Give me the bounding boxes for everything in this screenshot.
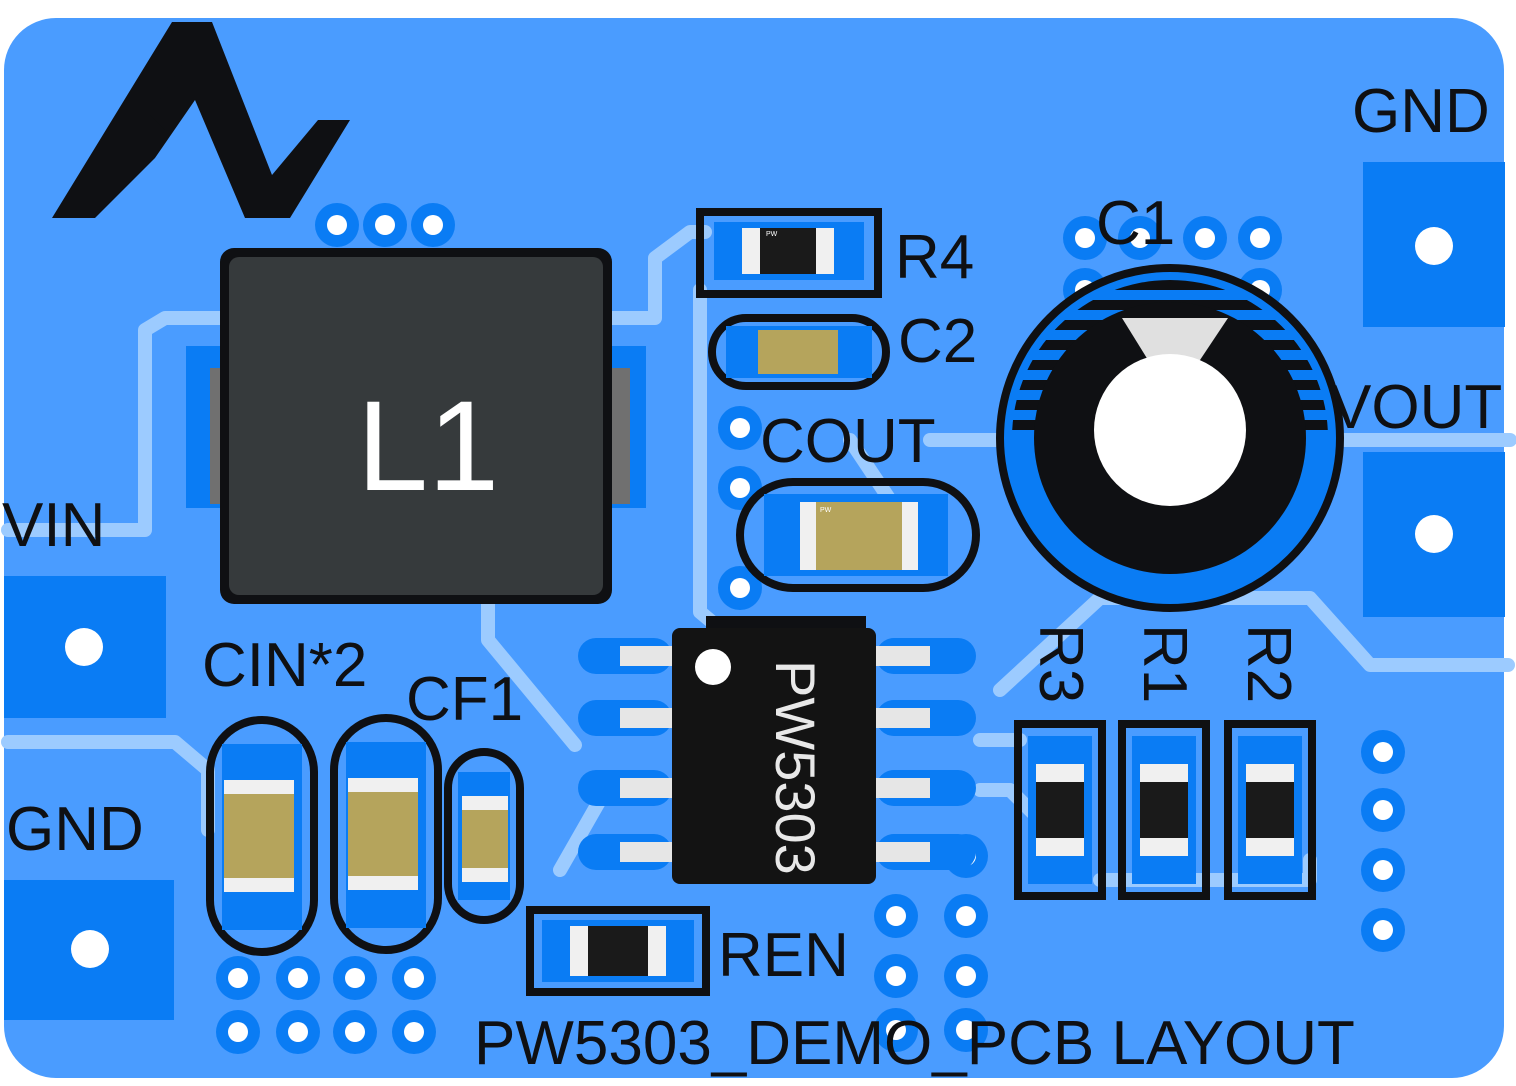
label-r4: R4 xyxy=(895,223,974,292)
via-hole xyxy=(1195,228,1215,248)
capacitor-cout: PW xyxy=(736,478,980,592)
via-hole xyxy=(956,966,976,986)
via-hole xyxy=(1373,742,1393,762)
ic-lead-left xyxy=(620,708,674,728)
capacitor-c1 xyxy=(996,264,1344,612)
via-hole xyxy=(730,578,750,598)
connector-pads xyxy=(4,162,1505,1020)
label-r1: R1 xyxy=(1130,624,1199,703)
label-gnd-left: GND xyxy=(6,795,144,864)
label-c2: C2 xyxy=(898,307,977,376)
via-hole xyxy=(228,1022,248,1042)
resistor-ren xyxy=(526,906,710,996)
via-hole xyxy=(886,1020,906,1040)
via-hole xyxy=(956,906,976,926)
label-vout: VOUT xyxy=(1330,373,1502,442)
logo-icon xyxy=(52,22,350,218)
via-hole xyxy=(375,215,395,235)
board-title: PW5303_DEMO_PCB LAYOUT xyxy=(474,1009,1355,1078)
via-hole xyxy=(1373,800,1393,820)
via-hole xyxy=(288,968,308,988)
gnd-top-via xyxy=(1415,227,1453,265)
via-hole xyxy=(886,966,906,986)
via-hole xyxy=(345,1022,365,1042)
label-r3: R3 xyxy=(1026,624,1095,703)
ic-lead-right xyxy=(876,708,930,728)
vin-via xyxy=(65,628,103,666)
via-hole xyxy=(404,968,424,988)
label-gnd-top: GND xyxy=(1352,77,1490,146)
label-r2: R2 xyxy=(1234,624,1303,703)
ic-lead-left xyxy=(620,842,674,862)
label-c1: C1 xyxy=(1096,189,1175,258)
resistor-r2 xyxy=(1224,720,1316,900)
vout-via xyxy=(1415,515,1453,553)
ic-lead-left xyxy=(620,778,674,798)
via-hole xyxy=(1130,228,1150,248)
resistor-r4: PW xyxy=(696,208,882,298)
inductor-l1: L1 xyxy=(186,248,646,604)
label-ren: REN xyxy=(718,921,849,990)
via-hole xyxy=(345,968,365,988)
via-hole xyxy=(956,1020,976,1040)
via-hole xyxy=(327,215,347,235)
ic-lead-left xyxy=(620,646,674,666)
capacitor-cin-1 xyxy=(206,716,318,956)
via-hole xyxy=(228,968,248,988)
ic-pins xyxy=(578,638,976,870)
ic-lead-right xyxy=(876,842,930,862)
via-hole xyxy=(886,906,906,926)
via-hole xyxy=(288,1022,308,1042)
capacitor-cin-2 xyxy=(330,714,442,954)
via-hole xyxy=(1373,920,1393,940)
via-hole xyxy=(730,418,750,438)
resistor-r1 xyxy=(1118,720,1210,900)
label-cin: CIN*2 xyxy=(202,631,367,700)
via-hole xyxy=(1250,228,1270,248)
ic-lead-right xyxy=(876,646,930,666)
label-cout: COUT xyxy=(760,407,936,476)
via-hole xyxy=(423,215,443,235)
gnd-left-via xyxy=(71,930,109,968)
inductor-label: L1 xyxy=(357,375,499,518)
capacitor-c2 xyxy=(708,314,890,390)
ic-label: PW5303 xyxy=(764,660,827,875)
capacitor-cf1 xyxy=(444,748,524,924)
ic-lead-right xyxy=(876,778,930,798)
label-vin: VIN xyxy=(2,491,105,560)
via-hole xyxy=(1373,860,1393,880)
via-hole xyxy=(730,478,750,498)
label-cf1: CF1 xyxy=(406,665,523,734)
r4-pad-marking: PW xyxy=(766,231,778,238)
cout-pad-marking: PW xyxy=(820,507,832,514)
via-hole xyxy=(404,1022,424,1042)
via-hole xyxy=(1075,228,1095,248)
ic-pw5303: PW5303 xyxy=(672,616,876,884)
resistor-r3 xyxy=(1014,720,1106,900)
